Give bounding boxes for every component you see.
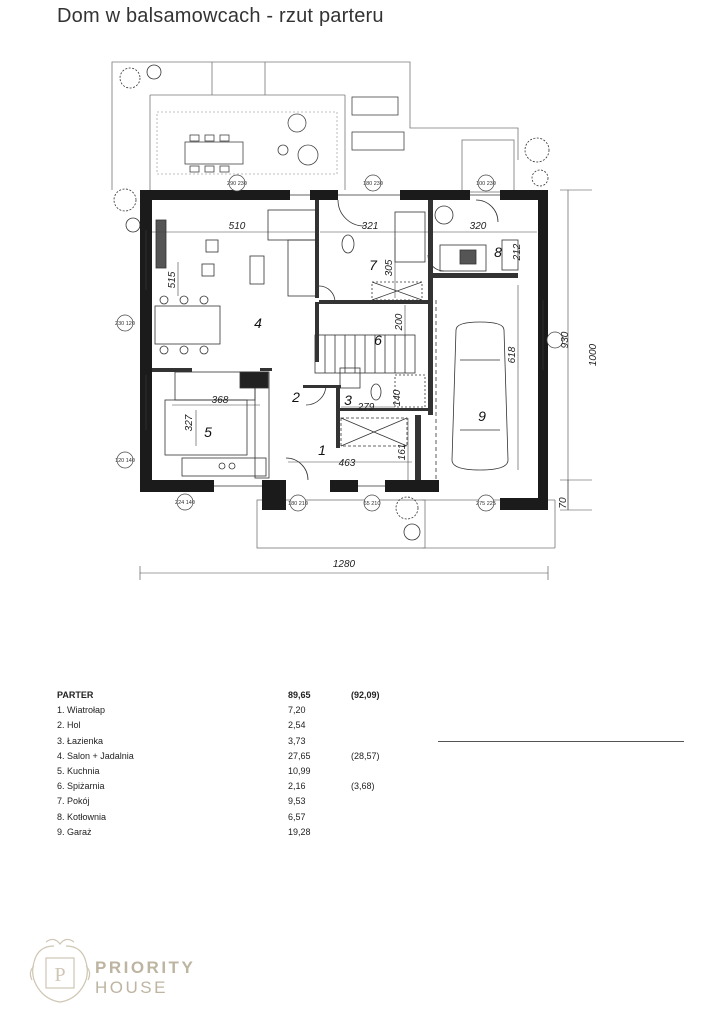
table-row: 1. Wiatrołap 7,20: [57, 705, 417, 720]
room-name: 9. Garaż: [57, 826, 92, 837]
opening-label: 290 230: [227, 181, 247, 187]
staircase: [314, 281, 423, 374]
room-name: 4. Salon + Jadalnia: [57, 750, 134, 761]
room-area-alt: (28,57): [351, 750, 380, 761]
opening-label: 230 120: [115, 321, 135, 327]
room-number: 7: [369, 257, 378, 273]
kitchen-fixtures: [164, 371, 270, 479]
room-area: 3,73: [288, 735, 306, 746]
table-row: 3. Łazienka 3,73: [57, 736, 417, 751]
opening-label: 180 230: [363, 181, 383, 187]
table-row: 7. Pokój 9,53: [57, 796, 417, 811]
dim-label: 327: [184, 414, 195, 431]
dim-label: 161: [397, 444, 408, 461]
room-number: 6: [374, 332, 382, 348]
opening-label: 224 140: [175, 500, 195, 506]
room-number: 4: [254, 315, 262, 331]
room-name: 3. Łazienka: [57, 735, 104, 746]
table-header-name: PARTER: [57, 690, 94, 700]
room-name: 8. Kotłownia: [57, 811, 107, 822]
opening-markers: [116, 174, 564, 512]
room-number: 8: [494, 244, 502, 260]
garage-fixtures: [434, 205, 519, 480]
room-numbers: 1 2 3 4 5 6 7 8 9: [204, 244, 502, 458]
dim-label: 515: [167, 271, 178, 288]
separator-line: [438, 741, 684, 742]
floor-plan: 290 230 180 230 100 230 230 120 120 140 …: [111, 61, 599, 580]
table-row: 8. Kotłownia 6,57: [57, 812, 417, 827]
dim-label: 463: [339, 458, 356, 469]
table-row: 4. Salon + Jadalnia 27,65 (28,57): [57, 751, 417, 766]
logo-text-priority: PRIORITY: [95, 958, 196, 977]
dim-label: 1000: [588, 343, 599, 366]
terrace-outline: [111, 61, 556, 549]
dim-label: 320: [470, 221, 487, 232]
room-area: 27,65: [288, 750, 311, 761]
room-number: 5: [204, 424, 212, 440]
table-row: 6. Spiżarnia 2,16 (3,68): [57, 781, 417, 796]
opening-label: 180 210: [288, 501, 308, 507]
room-number: 2: [291, 389, 300, 405]
area-table: PARTER 89,65 (92,09) 1. Wiatrołap 7,20 2…: [57, 690, 417, 842]
bathroom-fixtures: [339, 234, 426, 447]
room-number: 9: [478, 408, 486, 424]
table-row: 2. Hol 2,54: [57, 720, 417, 735]
room-name: 6. Spiżarnia: [57, 781, 105, 792]
dim-label: 200: [394, 313, 405, 331]
room-number: 3: [344, 392, 352, 408]
terrace-furniture: [184, 96, 405, 173]
room-name: 1. Wiatrołap: [57, 705, 106, 716]
room-area: 2,54: [288, 720, 306, 731]
room-name: 5. Kuchnia: [57, 765, 100, 776]
dim-label: 368: [212, 395, 229, 406]
opening-labels: 290 230 180 230 100 230 230 120 120 140 …: [115, 181, 496, 507]
table-header-area: 89,65: [288, 690, 311, 700]
table-header-alt: (92,09): [351, 690, 380, 700]
dim-label: 212: [512, 243, 523, 261]
room-name: 7. Pokój: [57, 796, 90, 807]
interior-walls: [152, 200, 518, 480]
room-area: 10,99: [288, 765, 311, 776]
logo-text-house: HOUSE: [95, 978, 168, 997]
dim-label: 321: [362, 221, 379, 232]
opening-label: 120 140: [115, 458, 135, 464]
dimension-labels: 510 321 320 212 305 515 200 618 368 279 …: [167, 221, 599, 570]
area-table-header: PARTER 89,65 (92,09): [57, 690, 417, 705]
dim-label: 279: [357, 402, 375, 413]
dimension-lines: [139, 189, 592, 580]
room-area: 9,53: [288, 796, 306, 807]
page-title: Dom w balsamowcach - rzut parteru: [57, 5, 384, 27]
dim-label: 930: [560, 331, 571, 348]
table-row: 5. Kuchnia 10,99: [57, 766, 417, 781]
priority-house-logo-icon: P: [29, 938, 91, 1003]
dim-label: 140: [392, 389, 403, 406]
opening-label: 65 210: [364, 501, 381, 507]
dim-label: 510: [229, 221, 246, 232]
room-area: 7,20: [288, 705, 306, 716]
living-furniture: [154, 209, 426, 355]
room-number: 1: [318, 442, 326, 458]
logo-monogram: P: [54, 964, 65, 986]
dim-label: 305: [384, 259, 395, 276]
dim-label: 618: [507, 346, 518, 363]
table-row: 9. Garaż 19,28: [57, 827, 417, 842]
room-area-alt: (3,68): [351, 781, 375, 792]
room-area: 6,57: [288, 811, 306, 822]
room-area: 2,16: [288, 781, 306, 792]
doors-windows: [145, 194, 544, 487]
dim-label: 1280: [333, 559, 356, 570]
opening-label: 100 230: [476, 181, 496, 187]
dim-label: 70: [558, 497, 569, 509]
room-name: 2. Hol: [57, 720, 81, 731]
room-area: 19,28: [288, 826, 311, 837]
opening-label: 275 225: [476, 501, 496, 507]
